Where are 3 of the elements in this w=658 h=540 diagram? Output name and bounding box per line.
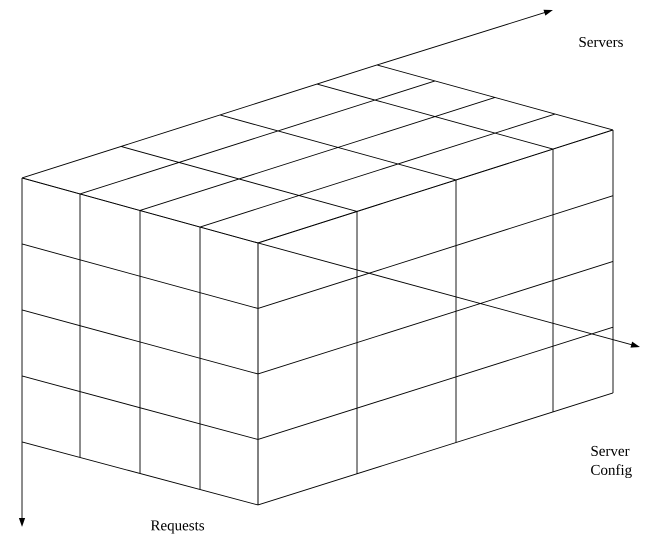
axis-label: Requests — [150, 520, 204, 534]
axis-label: Servers — [579, 36, 623, 48]
axis-label: Server Config — [591, 446, 632, 478]
